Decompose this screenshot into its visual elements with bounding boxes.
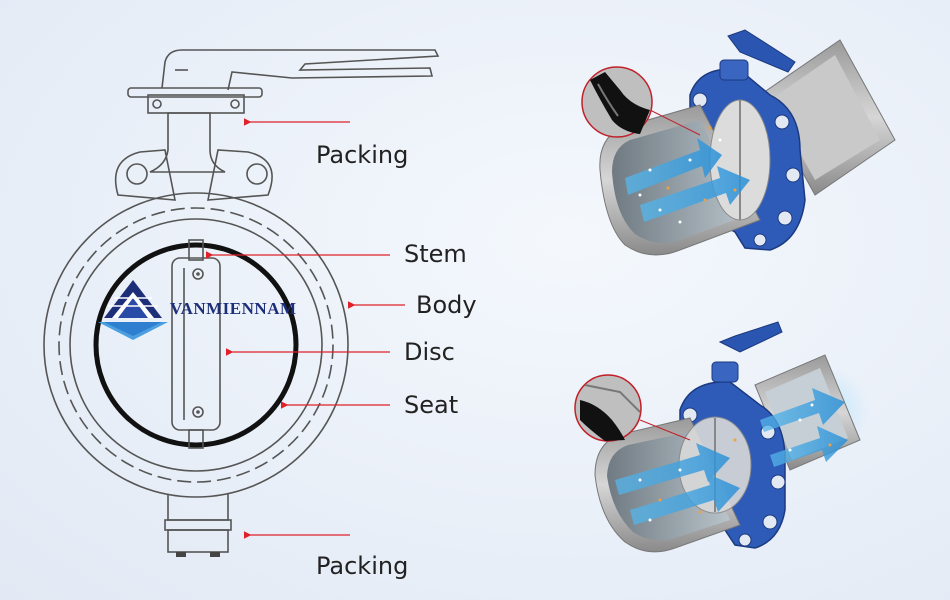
seat-ring [93,242,299,448]
zoom-callout-bottom [574,374,691,442]
cutaway-valve-bottom [574,321,870,553]
top-flange [127,87,263,114]
valve-body-outer [43,192,349,498]
particles-top [638,126,737,224]
label-seat: Seat [404,391,458,419]
valve-body-inner [69,218,323,472]
cutaway-valve-top [581,29,896,256]
bottom-boss [164,494,232,557]
label-packing-bottom: Packing [316,552,408,580]
neck [149,112,226,173]
flow-arrows-bottom [615,388,848,525]
brand-logo: VANMIENNAM [98,280,297,340]
logo-mark-icon [98,280,168,340]
valve-body-dashed [58,207,334,483]
label-packing-top: Packing [316,141,408,169]
zoom-callout-top [581,66,701,138]
leader-arrows [205,118,405,539]
particles-bottom [638,403,832,522]
flow-arrows-top [625,138,750,222]
logo-text: VANMIENNAM [170,299,297,318]
label-disc: Disc [404,338,455,366]
valve-line-drawing [43,49,440,557]
handle-lever [161,49,440,91]
disc [171,257,221,431]
label-stem: Stem [404,240,467,268]
label-body: Body [416,291,477,319]
lug-ears [114,149,273,201]
